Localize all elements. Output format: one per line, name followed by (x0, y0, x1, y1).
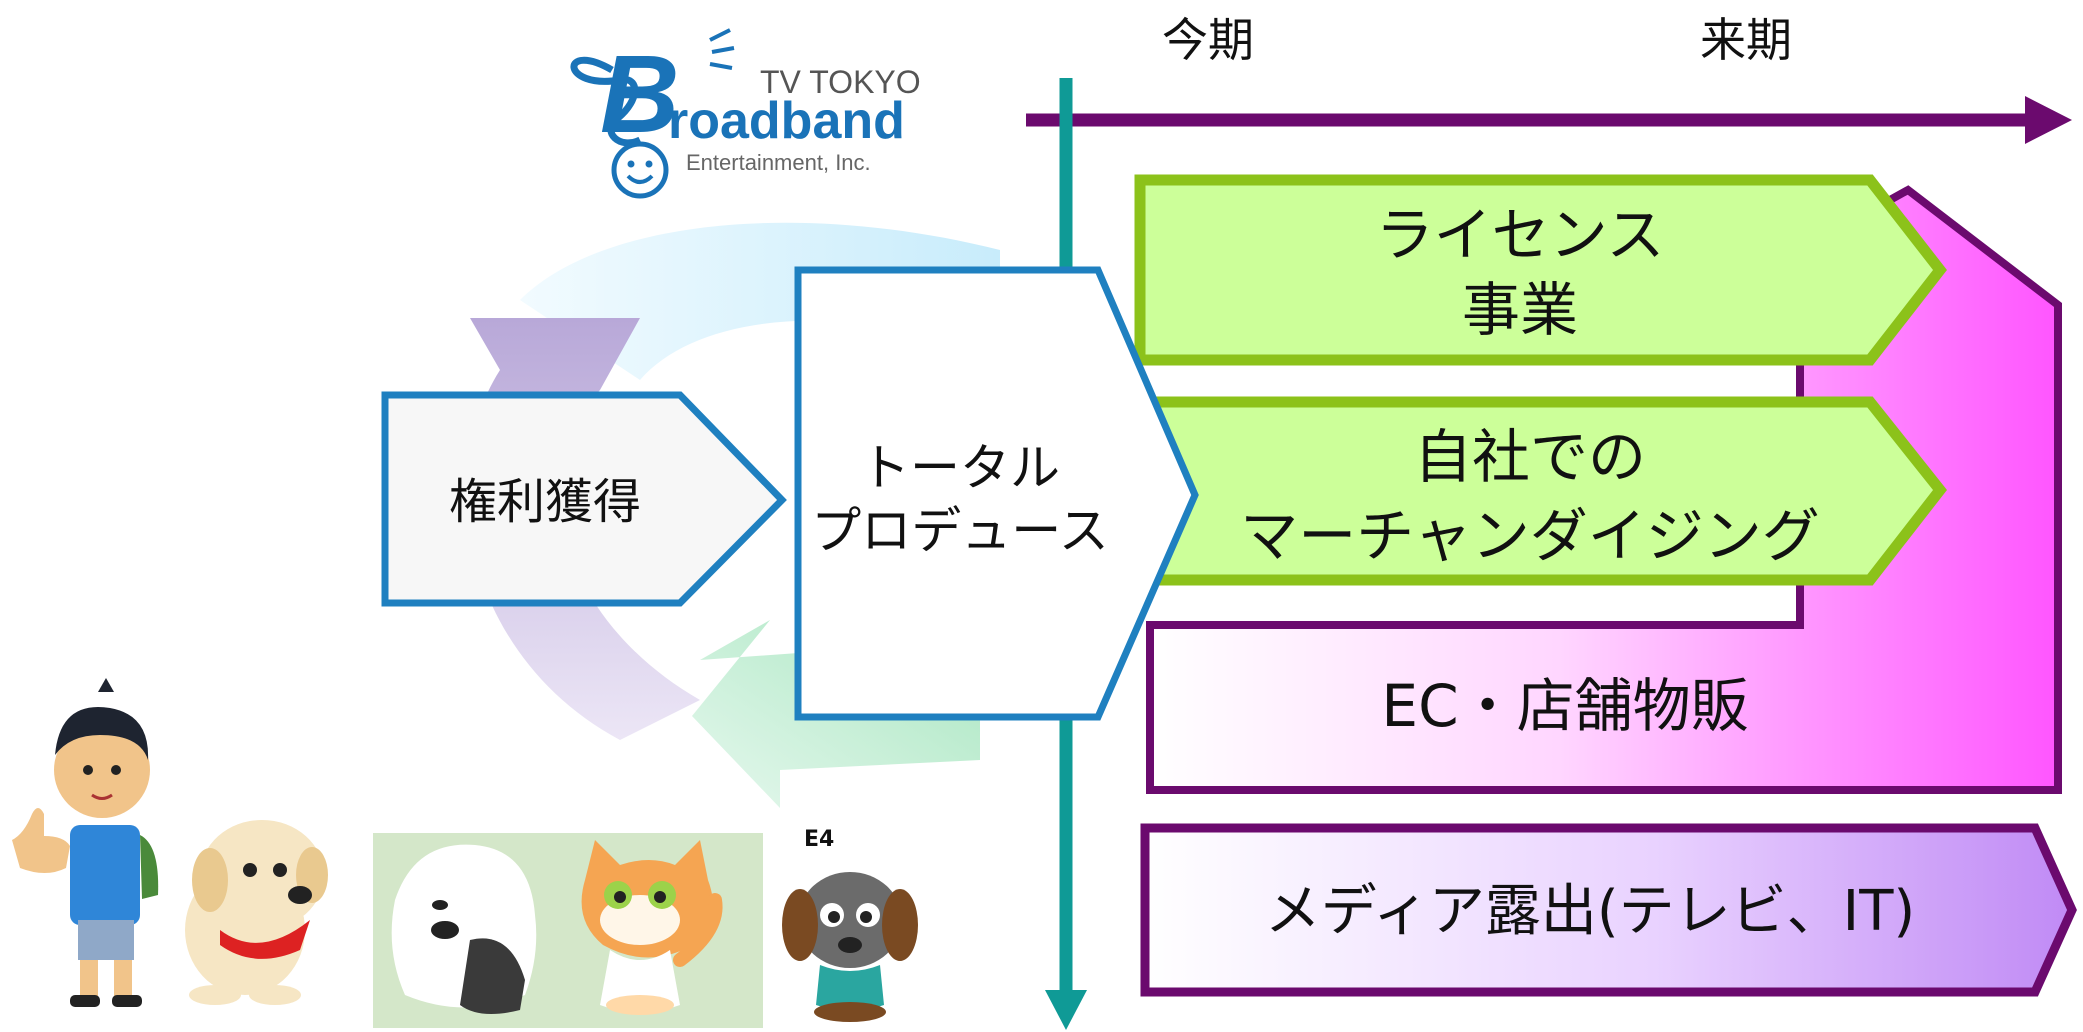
rights-acquisition-box: 権利獲得 (381, 391, 787, 607)
terrier-character-icon: E4 (782, 827, 918, 1022)
company-logo: B TV TOKYO roadband Entertainment, Inc. (570, 28, 921, 199)
license-label-line2: 事業 (1462, 276, 1578, 344)
puppy-character-icon (185, 820, 328, 1005)
smiley-face-icon (611, 141, 669, 199)
retail-label: EC・店舗物販 (1381, 672, 1748, 740)
characters-group: E4 (12, 678, 918, 1028)
next-period-label: 来期 (1700, 13, 1792, 67)
logo-brand-letter: B (600, 33, 679, 156)
boy-character-icon (12, 678, 159, 1007)
merchandising-box: 自社での マーチャンダイジング (1134, 396, 1947, 586)
logo-line3: Entertainment, Inc. (686, 150, 871, 175)
license-business-box: ライセンス 事業 (1134, 174, 1947, 366)
cat-character-icon (581, 840, 723, 1015)
logo-line1: TV TOKYO (760, 64, 921, 100)
media-label: メディア露出(テレビ、IT) (1265, 879, 1916, 944)
license-label-line1: ライセンス (1376, 201, 1665, 269)
sheepdog-character-icon (391, 844, 537, 1014)
merchandising-label-line1: 自社での (1414, 423, 1646, 491)
merchandising-label-line2: マーチャンダイジング (1240, 502, 1819, 570)
current-period-label: 今期 (1162, 13, 1254, 67)
timeline-arrowhead-icon (2025, 96, 2072, 144)
character-tag: E4 (804, 827, 834, 852)
rights-label: 権利獲得 (449, 474, 641, 530)
cycle-arrow-blue (520, 222, 1000, 380)
logo-line2: roadband (668, 92, 905, 150)
signal-lines-icon (709, 28, 735, 70)
produce-label-line1: トータル (860, 439, 1060, 497)
timeline (1026, 96, 2072, 144)
axis-arrowhead-icon (1045, 990, 1087, 1030)
produce-label-line2: プロデュース (811, 502, 1109, 560)
media-exposure-box: メディア露出(テレビ、IT) (1140, 823, 2077, 997)
total-produce-box: トータル プロデュース (794, 266, 1199, 721)
